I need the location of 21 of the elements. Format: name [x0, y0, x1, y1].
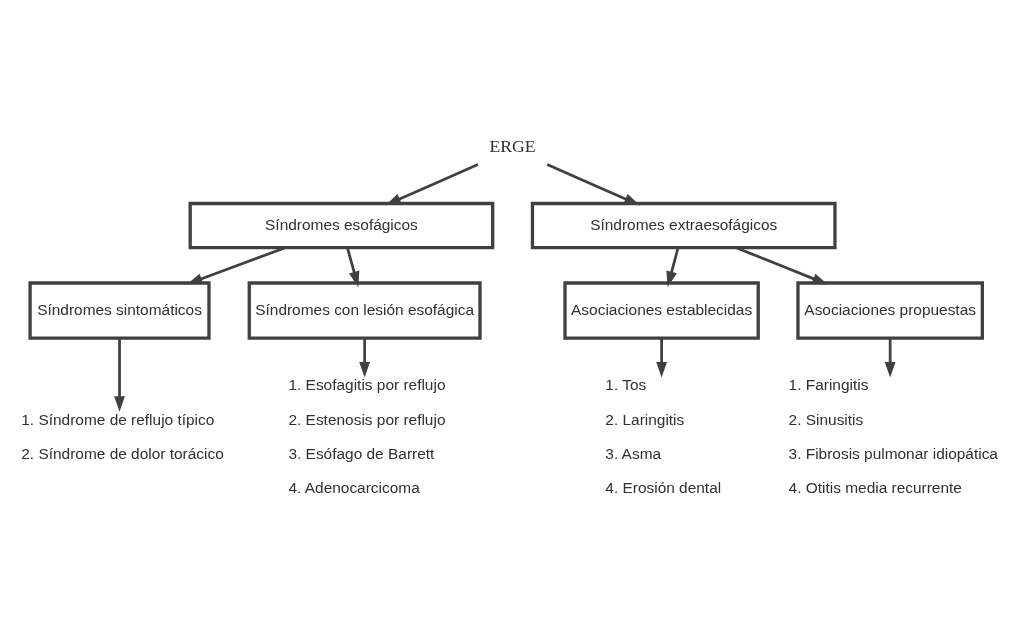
arrow: [359, 338, 371, 378]
arrow: [735, 246, 828, 285]
node-text: 1. Síndrome de reflujo típico 2. Síndrome de dolor torácico: [21, 410, 224, 462]
node-box: Síndromes extraesofágicos: [530, 201, 837, 250]
node-box: Síndromes sintomáticos: [28, 281, 211, 340]
node-text: 1. Tos 2. Laringitis 3. Asma 4. Erosión dental: [605, 376, 722, 496]
arrow: [114, 338, 125, 412]
arrow: [666, 247, 680, 287]
arrow: [346, 247, 360, 287]
node-box: Asociaciones propuestas: [796, 281, 984, 340]
arrow: [187, 246, 286, 285]
arrow: [656, 338, 668, 378]
node-text: 1. Esofagitis por reflujo 2. Estenosis por reflujo 3. Esófago de Barrett 4. Adenocarcicoma: [288, 376, 446, 496]
arrow: [385, 163, 479, 206]
node-box: Síndromes con lesión esofágica: [247, 281, 482, 340]
arrow: [546, 163, 640, 206]
node-text: ERGE: [489, 136, 536, 157]
node-box: Asociaciones establecidas: [563, 281, 760, 340]
arrow: [884, 338, 896, 378]
node-text: 1. Faringitis 2. Sinusitis 3. Fibrosis pulmonar idiopática 4. Otitis media recurrente: [788, 376, 998, 496]
node-box: Síndromes esofágicos: [188, 201, 495, 250]
